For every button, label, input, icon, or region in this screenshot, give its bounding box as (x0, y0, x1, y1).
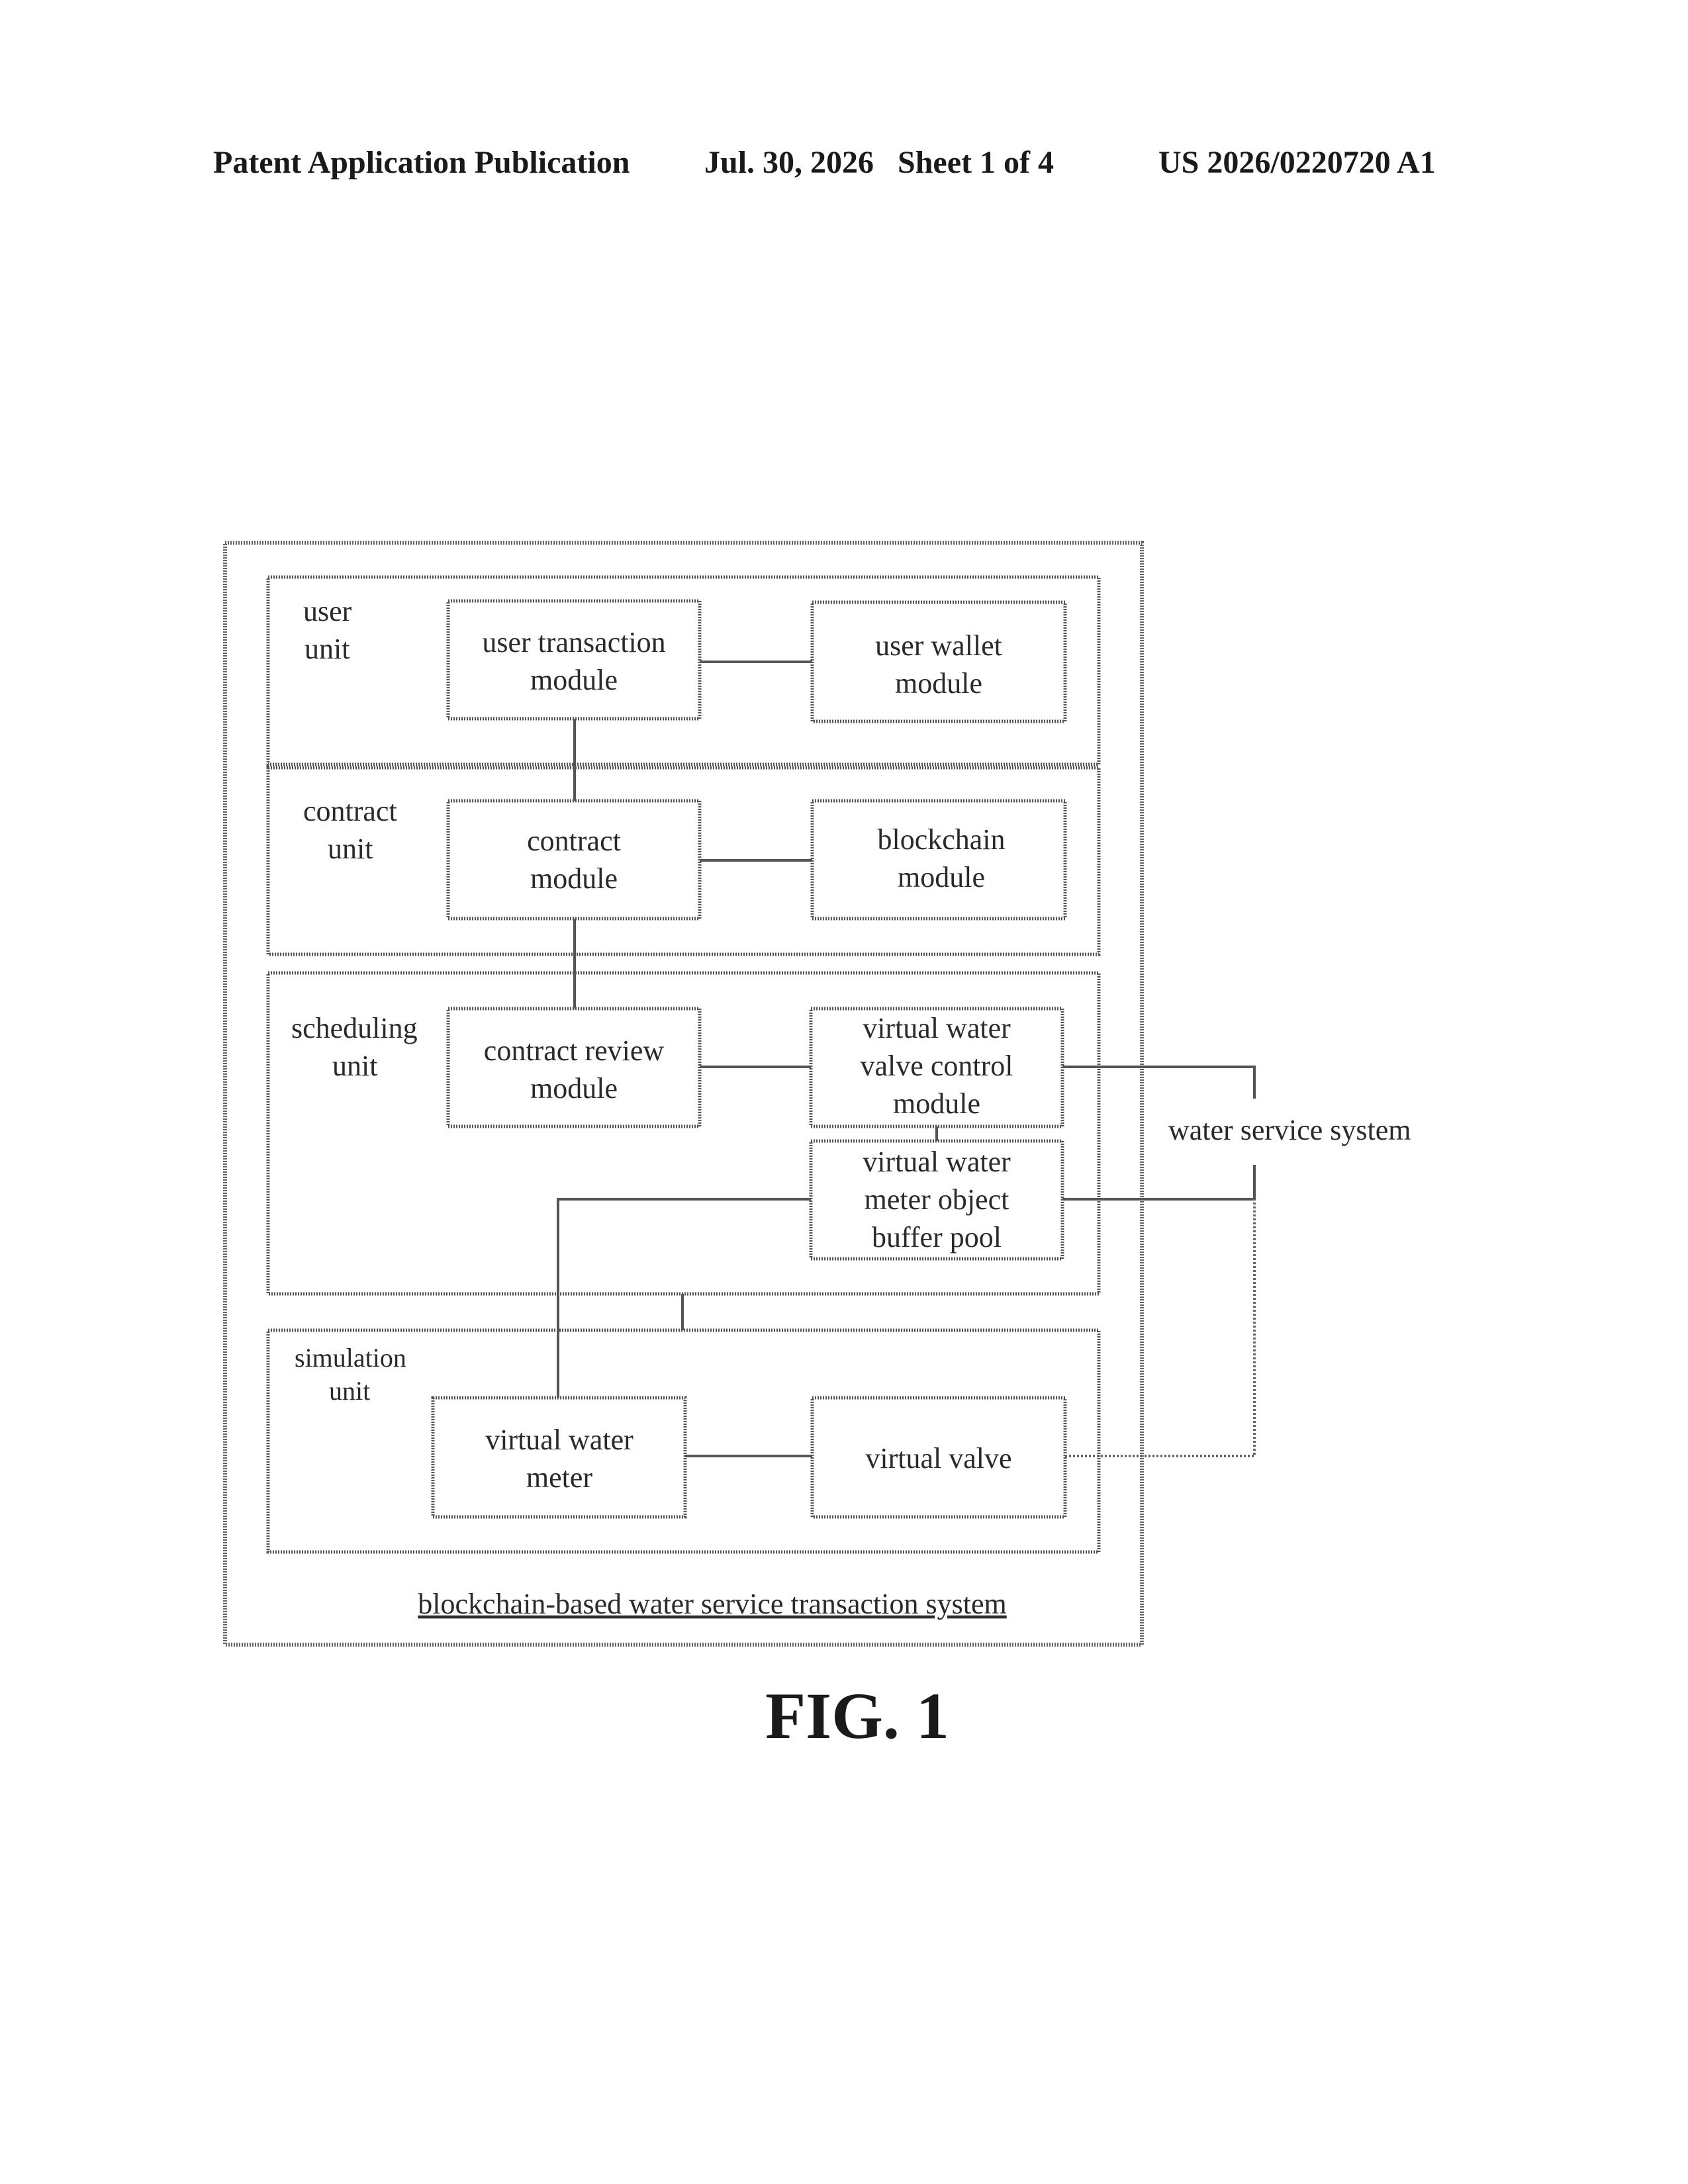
valve-control-label-line1: virtual water (863, 1012, 1011, 1044)
contract-review-module-box (448, 1009, 700, 1126)
contract-module-label-line1: contract (527, 825, 621, 857)
user-transaction-module-box (448, 601, 700, 719)
valve-control-label-line2: valve control (861, 1050, 1013, 1082)
contract-review-label-line2: module (530, 1072, 618, 1105)
blockchain-module-label-line1: blockchain (877, 823, 1005, 856)
blockchain-module-box (812, 801, 1065, 919)
contract-unit-label-line2: unit (328, 833, 373, 865)
contract-module-box (448, 801, 700, 919)
blockchain-module-label-line2: module (898, 861, 985, 893)
virtual-valve-label: virtual valve (865, 1442, 1011, 1475)
virtual-water-meter-label-line1: virtual water (485, 1424, 633, 1456)
buffer-pool-label-line3: buffer pool (872, 1221, 1002, 1253)
buffer-pool-label-line2: meter object (865, 1183, 1009, 1216)
contract-module-label-line2: module (530, 862, 618, 895)
buffer-pool-label-line1: virtual water (863, 1146, 1011, 1178)
connector-buffer-external (1062, 1165, 1254, 1199)
connector-buffer-meter (558, 1199, 811, 1398)
figure-label: FIG. 1 (0, 1678, 1688, 1754)
virtual-water-meter-box (433, 1398, 685, 1517)
virtual-water-meter-label-line2: meter (526, 1461, 593, 1494)
user-wallet-label-line2: module (895, 667, 982, 700)
scheduling-unit-label-line1: scheduling (291, 1012, 418, 1044)
connector-valve-control-external (1062, 1067, 1254, 1099)
valve-control-label-line3: module (893, 1087, 980, 1120)
connector-valve-external (1065, 1199, 1254, 1456)
simulation-unit-label-line2: unit (329, 1376, 370, 1406)
simulation-unit-label-line1: simulation (295, 1343, 406, 1373)
system-caption: blockchain-based water service transacti… (418, 1588, 1006, 1620)
user-transaction-label-line2: module (530, 664, 618, 696)
user-transaction-label-line1: user transaction (482, 626, 665, 659)
contract-review-label-line1: contract review (484, 1034, 665, 1067)
water-service-system-label: water service system (1168, 1114, 1411, 1146)
user-wallet-module-box (812, 602, 1065, 721)
scheduling-unit-label-line2: unit (332, 1050, 377, 1082)
user-wallet-label-line1: user wallet (875, 629, 1002, 662)
user-unit-label-line1: user (303, 595, 352, 627)
contract-unit-label-line1: contract (303, 795, 397, 827)
user-unit-label-line2: unit (305, 633, 350, 665)
